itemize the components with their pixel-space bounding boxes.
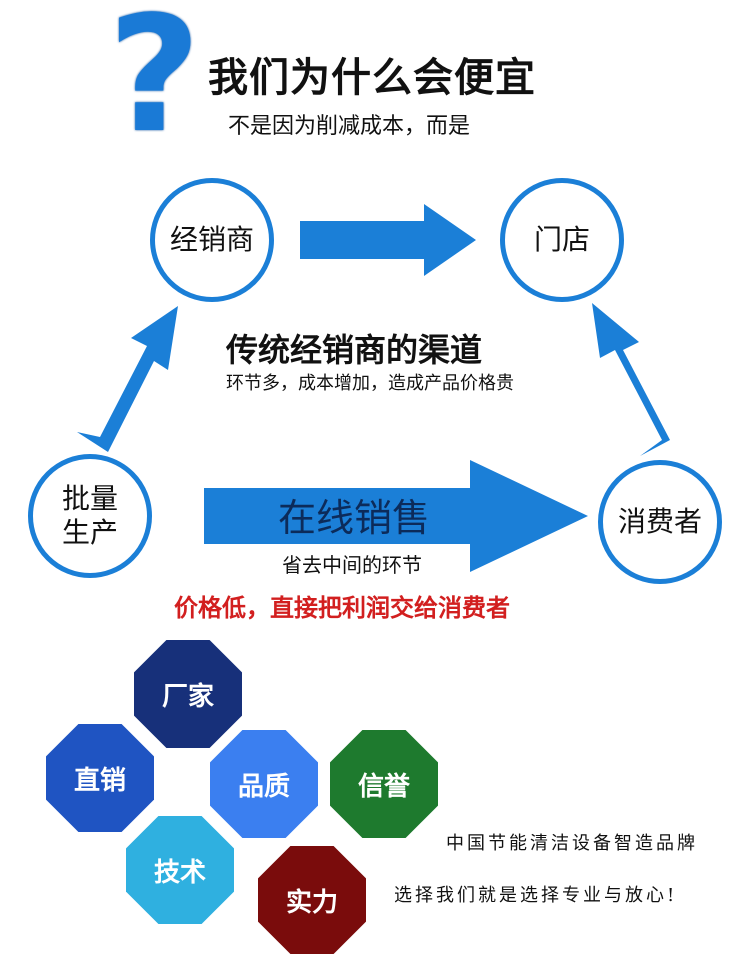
online-sales-title: 在线销售 xyxy=(278,496,431,540)
badge-direct-sales: 直销 xyxy=(46,724,154,832)
node-distributor-label: 经销商 xyxy=(169,223,254,256)
online-sales-subtitle: 省去中间的环节 xyxy=(282,553,422,577)
node-store: 门店 xyxy=(500,178,624,302)
question-mark-icon: ? xyxy=(108,0,201,168)
traditional-channel-title: 传统经销商的渠道 xyxy=(226,331,483,369)
slogan-text: 价格低，直接把利润交给消费者 xyxy=(174,594,510,622)
badge-factory-label: 厂家 xyxy=(161,681,214,712)
arrow-factory-to-distributor xyxy=(77,306,178,452)
badge-credibility-label: 信誉 xyxy=(357,771,410,802)
brand-tagline: 中国节能清洁设备智造品牌 xyxy=(446,833,698,854)
badge-quality-label: 品质 xyxy=(237,771,290,802)
node-mass-production-line1: 批量 xyxy=(61,482,118,515)
node-mass-production: 批量 生产 xyxy=(28,454,152,578)
badge-technology-label: 技术 xyxy=(153,857,206,888)
node-mass-production-line2: 生产 xyxy=(61,516,118,549)
badge-quality: 品质 xyxy=(210,730,318,838)
badge-direct-sales-label: 直销 xyxy=(73,765,126,796)
badge-credibility: 信誉 xyxy=(330,730,438,838)
brand-slogan: 选择我们就是选择专业与放心! xyxy=(394,885,678,906)
arrow-consumer-to-store xyxy=(592,303,670,456)
page-subtitle: 不是因为削减成本，而是 xyxy=(228,114,471,139)
page-title: 我们为什么会便宜 xyxy=(208,55,536,101)
badge-strength-label: 实力 xyxy=(285,887,338,918)
node-consumer-label: 消费者 xyxy=(617,505,702,538)
badge-technology: 技术 xyxy=(126,816,234,924)
badge-strength: 实力 xyxy=(258,846,366,954)
node-consumer: 消费者 xyxy=(598,460,722,584)
arrow-online-sales xyxy=(204,460,588,572)
arrow-distributor-to-store xyxy=(300,204,476,276)
traditional-channel-subtitle: 环节多，成本增加，造成产品价格贵 xyxy=(226,373,514,394)
node-store-label: 门店 xyxy=(533,223,590,256)
node-distributor: 经销商 xyxy=(150,178,274,302)
badge-factory: 厂家 xyxy=(134,640,242,748)
